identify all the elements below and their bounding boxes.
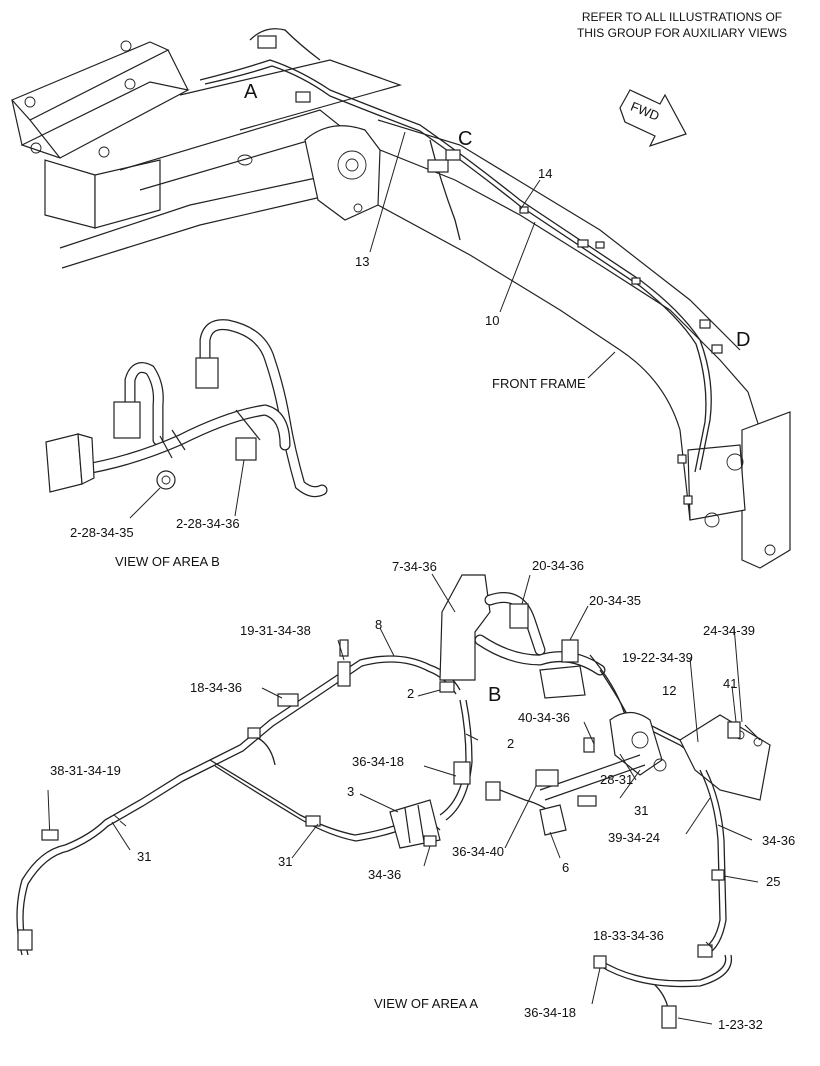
callout-13: 13	[355, 254, 369, 269]
callout-41: 41	[723, 676, 737, 691]
callout-10: 10	[485, 313, 499, 328]
svg-text:B: B	[488, 684, 501, 706]
forward-arrow-icon: FWD	[619, 89, 687, 148]
front-frame-label: FRONT FRAME	[492, 376, 586, 391]
svg-text:C: C	[458, 128, 472, 150]
area-letter-d: D	[736, 329, 750, 351]
callout-19-31-34-38: 19-31-34-38	[240, 623, 311, 638]
callout-2-lower: 2	[507, 736, 514, 751]
callout-28-31: 28-31	[600, 772, 633, 787]
callout-25: 25	[766, 874, 780, 889]
area-a-drawing	[16, 573, 771, 1029]
callout-24-34-39: 24-34-39	[703, 623, 755, 638]
callout-18-33-34-36: 18-33-34-36	[593, 928, 664, 943]
callout-18-34-36: 18-34-36	[190, 680, 242, 695]
callout-31-left: 31	[137, 849, 151, 864]
callout-6: 6	[562, 860, 569, 875]
view-area-a-title: VIEW OF AREA A	[374, 996, 478, 1011]
callout-31-right: 31	[634, 803, 648, 818]
callout-12: 12	[662, 683, 676, 698]
callout-2-28-34-35: 2-28-34-35	[70, 525, 134, 540]
area-letter-a: A	[244, 81, 258, 103]
header-note-line1: REFER TO ALL ILLUSTRATIONS OF	[582, 10, 782, 24]
callout-19-22-34-39: 19-22-34-39	[622, 650, 693, 665]
callout-2-28-34-36: 2-28-34-36	[176, 516, 240, 531]
callout-7-34-36: 7-34-36	[392, 559, 437, 574]
callout-36-34-18-center: 36-34-18	[352, 754, 404, 769]
callout-36-34-18-bottom: 36-34-18	[524, 1005, 576, 1020]
callout-1-23-32: 1-23-32	[718, 1017, 763, 1032]
callout-20-34-36: 20-34-36	[532, 558, 584, 573]
callout-36-34-40: 36-34-40	[452, 844, 504, 859]
callout-38-31-34-19: 38-31-34-19	[50, 763, 121, 778]
callout-20-34-35: 20-34-35	[589, 593, 641, 608]
callout-8: 8	[375, 617, 382, 632]
callout-40-34-36: 40-34-36	[518, 710, 570, 725]
callout-34-36-right: 34-36	[762, 833, 795, 848]
callout-39-34-24: 39-34-24	[608, 830, 660, 845]
callout-3: 3	[347, 784, 354, 799]
area-b-drawing	[45, 319, 328, 519]
callout-14: 14	[538, 166, 552, 181]
callout-34-36-center: 34-36	[368, 867, 401, 882]
svg-text:A: A	[244, 81, 258, 103]
callout-31-center: 31	[278, 854, 292, 869]
machine-frame-drawing	[10, 28, 791, 569]
header-note-line2: THIS GROUP FOR AUXILIARY VIEWS	[577, 26, 787, 40]
callout-2-upper: 2	[407, 686, 414, 701]
header-note: REFER TO ALL ILLUSTRATIONS OF THIS GROUP…	[577, 10, 787, 40]
area-letter-b: B	[488, 684, 501, 706]
svg-text:D: D	[736, 329, 750, 351]
area-letter-c: C	[458, 128, 472, 150]
view-area-b-title: VIEW OF AREA B	[115, 554, 220, 569]
